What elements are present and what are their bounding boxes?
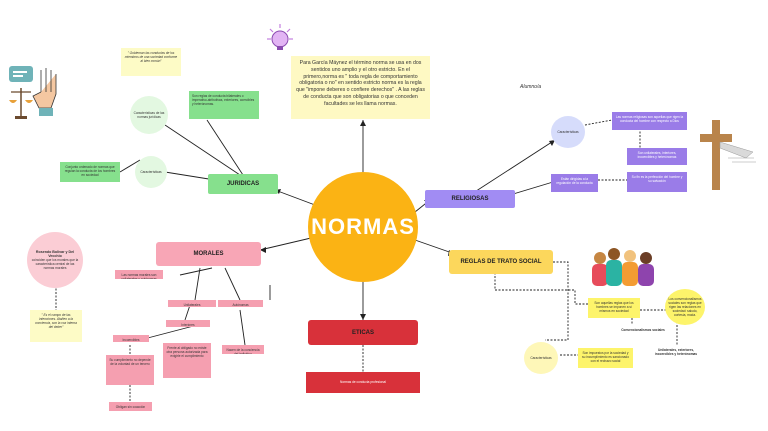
religiosas-circle: Características — [551, 116, 585, 148]
morales-sub5: Incoercibles — [113, 335, 149, 342]
trato-circle-right: Los convencionalismos sociales son regla… — [665, 289, 705, 325]
trato-box2: Son impuestos por la sociedad y su incum… — [578, 348, 633, 368]
religiosas-box4: Su fin es la perfección del hombre y su … — [627, 172, 687, 192]
juridicas-circle-top: Características de las normas jurídicas — [130, 96, 168, 134]
trato-note1: Convencionalismos sociales — [621, 328, 665, 332]
branch-morales[interactable]: MORALES — [156, 242, 261, 266]
branch-eticas[interactable]: ETICAS — [308, 320, 418, 345]
morales-sub4: Interiores — [166, 320, 210, 327]
juridicas-quote: " Gobiernan las conductas de los miembro… — [121, 48, 181, 76]
morales-sub2: Unilaterales — [168, 300, 216, 307]
religiosas-box2: Son unilaterales, interiores, incoercibl… — [627, 148, 687, 165]
lightbulb-icon — [267, 24, 293, 50]
morales-quote: " Es el campo de las intenciones. Atañen… — [30, 310, 82, 342]
religiosas-box3: Están dirigidas a la regulación de la co… — [551, 174, 598, 192]
branch-juridicas[interactable]: JURIDICAS — [208, 174, 278, 194]
morales-sub6: Nacen de la conciencia del individuo — [222, 345, 264, 354]
morales-sub7: Frente al obligado no existe otra person… — [163, 343, 211, 378]
trato-note2: Unilaterales, exteriores, incoercibles y… — [654, 348, 698, 357]
morales-circle-title: Rosendo Bolivar y Del Vecchio — [35, 250, 75, 258]
eticas-box: Normas de conducta profesional — [306, 372, 420, 393]
branch-trato-social[interactable]: REGLAS DE TRATO SOCIAL — [449, 250, 553, 274]
justice-hand-icon — [9, 66, 57, 119]
juridicas-green-box: Son reglas de conducta bilaterales o imp… — [189, 91, 259, 119]
morales-sub1: Las normas morales son unilaterales y au… — [115, 270, 163, 279]
morales-sub9: Obligan sin coacción — [109, 402, 152, 411]
cross-icon — [700, 120, 756, 190]
central-node-normas[interactable]: NORMAS — [308, 172, 418, 282]
juridicas-circle-bottom: Características — [135, 156, 167, 188]
religiosas-box1: Las normas religiosas son aquellas que r… — [612, 112, 687, 130]
trato-box1: Son aquellas reglas que los hombres se i… — [588, 298, 640, 318]
morales-circle-text: coinciden que los morales que la caracte… — [31, 258, 79, 270]
definition-box: Para García Máynez el término norma se u… — [291, 56, 430, 119]
morales-sub3: Autónomas — [218, 300, 263, 307]
juridicas-green-left: Conjunto ordenado de normas que regulan … — [60, 162, 120, 182]
signature: Alumno/a — [520, 84, 542, 90]
branch-religiosas[interactable]: RELIGIOSAS — [425, 190, 515, 208]
morales-sub8: Su cumplimiento no depende de la volunta… — [106, 355, 154, 385]
morales-circle: Rosendo Bolivar y Del Vecchio coinciden … — [27, 232, 83, 288]
trato-circle-left: Características — [524, 342, 558, 374]
people-group-icon — [592, 248, 654, 286]
